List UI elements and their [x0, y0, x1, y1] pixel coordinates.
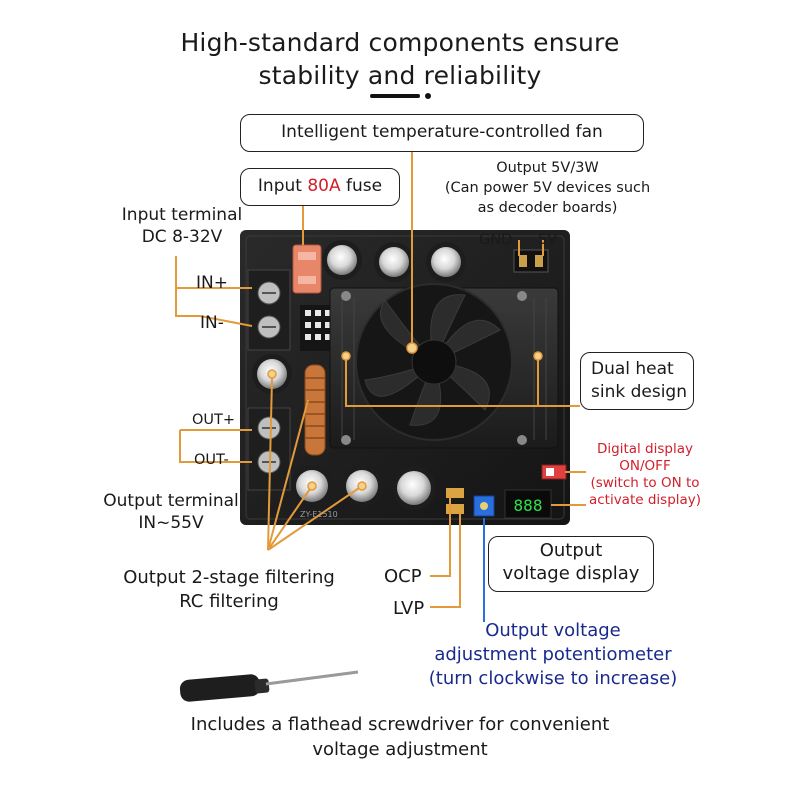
- potentiometer-label: Output voltage adjustment potentiometer …: [398, 619, 708, 691]
- output-terminal-label: Output terminal IN~55V: [96, 490, 246, 534]
- title-line-1: High-standard components ensure: [180, 28, 620, 57]
- screwdriver-caption-line-1: Includes a flathead screwdriver for conv…: [190, 714, 610, 735]
- display-switch-line-4: activate display): [588, 492, 702, 508]
- filtering-line-2: RC filtering: [179, 591, 279, 612]
- input-terminal-line-2: DC 8-32V: [141, 227, 223, 247]
- screwdriver-caption-line-2: voltage adjustment: [312, 739, 488, 760]
- fuse: [292, 244, 322, 294]
- ocp-lvp-pots: [446, 488, 464, 514]
- fuse-callout: Input 80A fuse: [240, 168, 400, 206]
- fuse-label-suffix: fuse: [340, 176, 383, 196]
- 5v-label: 5V: [538, 232, 558, 248]
- output-5v-header: [513, 249, 549, 273]
- output-terminal-line-1: Output terminal: [103, 491, 239, 511]
- voltage-display-line-1: Output: [539, 540, 603, 561]
- out-plus-label: OUT+: [192, 412, 236, 428]
- input-terminal-line-1: Input terminal: [121, 205, 243, 225]
- in-plus-label: IN+: [196, 273, 228, 293]
- screwdriver-caption: Includes a flathead screwdriver for conv…: [0, 712, 800, 762]
- potentiometer-line-2: adjustment potentiometer: [434, 644, 672, 665]
- heat-sink-callout: Dual heat sink design: [580, 352, 694, 410]
- board-silkscreen: ZY-E1510: [300, 510, 338, 519]
- display-switch-line-2: ON/OFF: [619, 458, 671, 474]
- out-minus-label: OUT-: [194, 452, 229, 468]
- fuse-label-prefix: Input: [257, 176, 308, 196]
- fuse-label: Input 80A fuse: [241, 175, 399, 197]
- capacitors-top: [322, 240, 466, 282]
- svg-text:888: 888: [514, 496, 543, 515]
- output-5v-line-3: as decoder boards): [477, 200, 618, 216]
- voltage-display-line-2: voltage display: [502, 563, 640, 584]
- page-title: High-standard components ensure stabilit…: [0, 26, 800, 92]
- title-line-2: stability and reliability: [258, 61, 542, 90]
- fuse-rating: 80A: [307, 176, 341, 196]
- output-5v-line-1: Output 5V/3W: [496, 160, 599, 176]
- potentiometer: [473, 495, 495, 517]
- screwdriver: [179, 670, 359, 702]
- heat-sink-line-1: Dual heat: [591, 359, 674, 379]
- fan-label: Intelligent temperature-controlled fan: [281, 122, 603, 142]
- gnd-label: GND: [479, 232, 513, 248]
- potentiometer-line-1: Output voltage: [485, 620, 621, 641]
- display-switch: [541, 464, 567, 480]
- potentiometer-line-3: (turn clockwise to increase): [428, 668, 678, 689]
- display-switch-label: Digital display ON/OFF (switch to ON to …: [575, 441, 715, 509]
- ocp-label: OCP: [384, 566, 422, 587]
- lvp-label: LVP: [393, 598, 425, 619]
- output-5v-line-2: (Can power 5V devices such: [444, 180, 651, 196]
- in-minus-label: IN-: [200, 313, 224, 333]
- output-terminal-line-2: IN~55V: [138, 513, 204, 533]
- fan-callout: Intelligent temperature-controlled fan: [240, 114, 644, 152]
- voltage-display: 888: [504, 489, 552, 519]
- voltage-display-callout: Output voltage display: [488, 536, 654, 592]
- title-underline: [370, 94, 420, 98]
- filtering-label: Output 2-stage filtering RC filtering: [112, 566, 346, 614]
- heat-sink-line-2: sink design: [591, 382, 687, 402]
- display-switch-line-3: (switch to ON to: [590, 475, 700, 491]
- filtering-line-1: Output 2-stage filtering: [123, 567, 335, 588]
- title-underline-dot: [425, 93, 431, 99]
- input-terminal-block: [247, 269, 291, 351]
- leader-lines: [175, 147, 586, 608]
- display-switch-line-1: Digital display: [596, 441, 693, 457]
- output-5v-label: Output 5V/3W (Can power 5V devices such …: [420, 158, 675, 218]
- cooling-fan: [355, 283, 513, 441]
- input-terminal-label: Input terminal DC 8-32V: [104, 204, 260, 248]
